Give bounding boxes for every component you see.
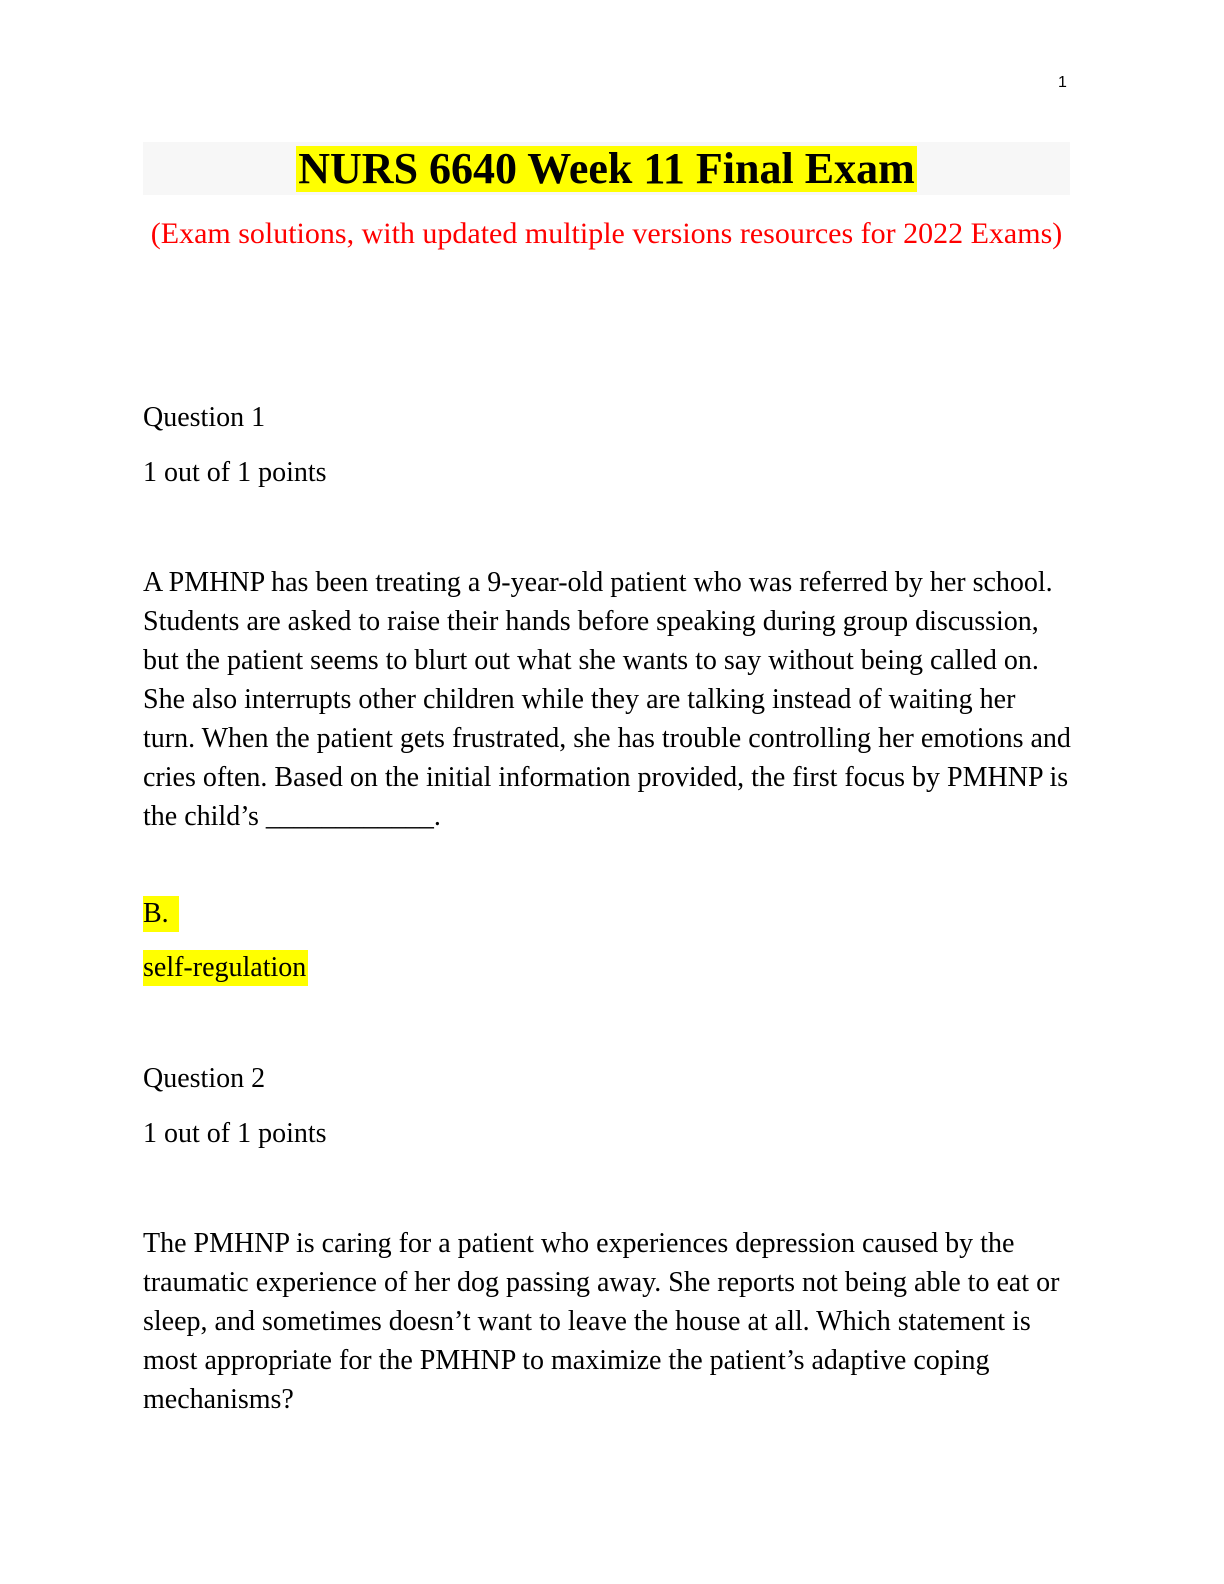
question-1-points: 1 out of 1 points [143, 457, 327, 488]
question-1-answer-letter: B. [143, 896, 179, 932]
question-2-text: The PMHNP is caring for a patient who ex… [143, 1228, 1060, 1415]
question-1-answer-text: self-regulation [143, 950, 309, 986]
question-1-answer-text-row: self-regulation [143, 948, 1073, 987]
page-number: 1 [1058, 74, 1067, 91]
question-1-answer-letter-row: B. [143, 894, 1073, 933]
title-band: NURS 6640 Week 11 Final Exam [143, 142, 1070, 195]
subtitle: (Exam solutions, with updated multiple v… [150, 217, 1063, 250]
question-1-text: A PMHNP has been treating a 9-year-old p… [143, 567, 1071, 832]
question-2-label: Question 2 [143, 1063, 266, 1094]
question-2-points: 1 out of 1 points [143, 1118, 327, 1149]
question-1-label: Question 1 [143, 402, 266, 433]
page-title: NURS 6640 Week 11 Final Exam [296, 144, 917, 193]
